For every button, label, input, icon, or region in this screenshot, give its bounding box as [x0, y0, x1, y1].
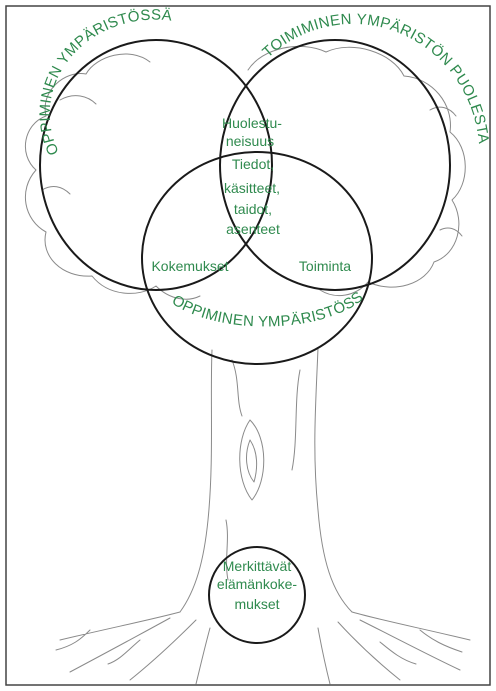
- label-knowledge-line1: Tiedot,: [232, 156, 274, 172]
- label-action: Toiminta: [299, 258, 351, 274]
- label-experiences: Kokemukset: [151, 258, 228, 274]
- label-knowledge-line3: taidot,: [234, 201, 272, 217]
- label-knowledge-line2: käsitteet,: [224, 180, 280, 196]
- arc-label-top-right: TOIMIMINEN YMPÄRISTÖN PUOLESTA: [259, 11, 492, 145]
- arc-label-top-left: OPPIMINEN YMPÄRISTÖSSÄ: [37, 7, 173, 158]
- label-concern-line2: neisuus: [226, 133, 274, 149]
- label-knowledge-line4: asenteet: [226, 221, 280, 237]
- label-concern-line1: Huolestu-: [222, 115, 282, 131]
- tree-roots-outline: [56, 612, 470, 684]
- label-life-experiences-line1: Merkittävät: [223, 558, 292, 574]
- label-life-experiences-line2: elämänkoke-: [217, 576, 297, 592]
- label-life-experiences-line3: mukset: [234, 596, 279, 612]
